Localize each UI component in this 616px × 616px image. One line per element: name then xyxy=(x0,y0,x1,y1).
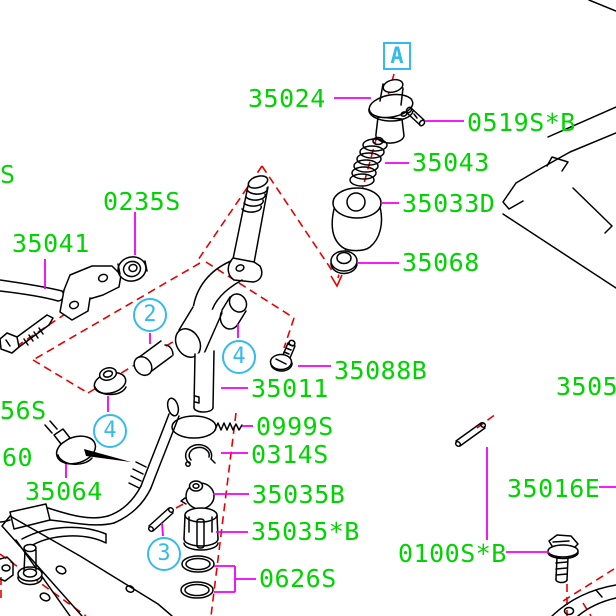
snap-ring-drawing xyxy=(184,443,216,467)
detail-ref-box-a: A xyxy=(383,42,411,70)
grommet-drawing xyxy=(93,367,127,396)
callout-4: 4 xyxy=(93,414,127,448)
part-label-35035xB[interactable]: 35035*B xyxy=(251,517,360,546)
castle-bushing-drawing xyxy=(183,507,219,551)
plate-coil-drawing xyxy=(171,415,243,439)
callout-2: 2 xyxy=(133,298,167,332)
bushing-drawing xyxy=(133,340,174,377)
boot-drawing xyxy=(331,187,383,252)
flange-bolt-drawing xyxy=(547,534,579,584)
o-rings-drawing xyxy=(180,555,215,599)
part-label-35064[interactable]: 35064 xyxy=(25,477,103,506)
shift-lever-drawing xyxy=(174,175,269,413)
arrowhead-icon xyxy=(330,274,343,288)
ball-seat-drawing xyxy=(180,480,215,510)
part-label-56S[interactable]: 56S xyxy=(0,396,47,425)
part-label-S[interactable]: S xyxy=(0,160,16,189)
part-label-0235S[interactable]: 0235S xyxy=(103,187,181,216)
cable-drawing xyxy=(0,397,180,548)
nut-drawing xyxy=(117,256,148,282)
part-label-0100SxB[interactable]: 0100S*B xyxy=(398,539,507,568)
part-label-35033D[interactable]: 35033D xyxy=(402,189,496,218)
part-label-35043[interactable]: 35043 xyxy=(412,148,490,177)
part-label-35016E[interactable]: 35016E xyxy=(507,474,601,503)
small-pin-drawing xyxy=(454,422,487,447)
part-label-0314S[interactable]: 0314S xyxy=(251,440,329,469)
knob-pin-drawing xyxy=(405,106,426,127)
part-label-0999S[interactable]: 0999S xyxy=(256,412,334,441)
part-label-35024[interactable]: 35024 xyxy=(248,84,326,113)
part-label-0519SxB[interactable]: 0519S*B xyxy=(467,108,576,137)
corner-bracket-drawing xyxy=(551,584,616,616)
collar-drawing xyxy=(219,293,248,330)
rod-bracket-drawing xyxy=(0,265,122,321)
spring-drawing xyxy=(349,136,388,187)
bolt-drawing xyxy=(0,314,54,354)
ring-drawing xyxy=(330,250,358,275)
part-label-35088B[interactable]: 35088B xyxy=(334,356,428,385)
part-label-3505[interactable]: 3505 xyxy=(556,372,616,401)
part-label-35011[interactable]: 35011 xyxy=(251,374,329,403)
part-label-0626S[interactable]: 0626S xyxy=(259,564,337,593)
screw-drawing xyxy=(269,339,296,372)
console-panel-drawing xyxy=(502,0,616,289)
part-label-35068[interactable]: 35068 xyxy=(402,248,480,277)
callout-3: 3 xyxy=(147,537,181,571)
leader-lines xyxy=(44,97,616,593)
part-label-35035B[interactable]: 35035B xyxy=(252,480,346,509)
clamp-drawing xyxy=(44,420,131,465)
shift-knob-drawing xyxy=(368,78,414,144)
callout-4: 4 xyxy=(222,340,256,374)
part-label-60[interactable]: 60 xyxy=(2,443,34,472)
base-plate-drawing xyxy=(0,515,173,616)
part-label-35041[interactable]: 35041 xyxy=(12,229,90,258)
spring-pin-drawing xyxy=(147,507,175,532)
